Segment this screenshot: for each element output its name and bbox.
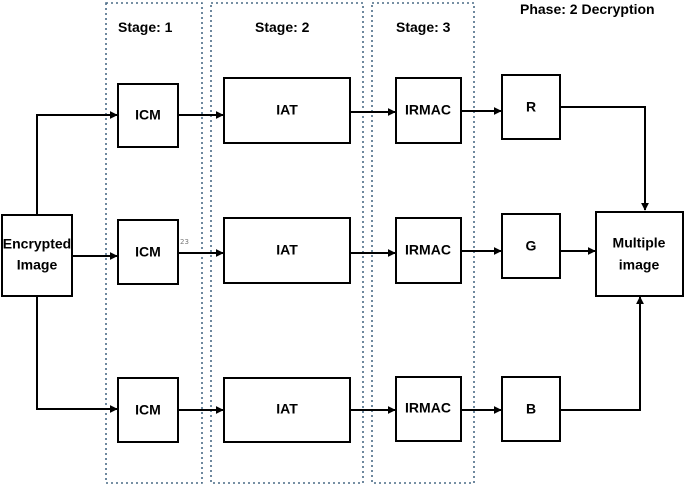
iat-box-row3 [223,377,351,443]
iat-label-row2: IAT [276,242,298,258]
icm-label-row1: ICM [135,107,161,123]
irmac-box-row2 [395,217,462,284]
iat-label-row1: IAT [276,102,298,118]
stray-mark: 23 [180,238,189,246]
channel-box-g [501,213,561,279]
stage-3-label: Stage: 3 [396,19,451,35]
multiple-image-label-line1: Multiple [613,235,666,251]
encrypted-image-box [1,214,73,297]
icm-box-row1 [117,83,179,148]
icm-box-row3 [117,377,179,443]
iat-label-row3: IAT [276,401,298,417]
b-to-output-wire [560,296,644,411]
input-to-row3-wire [36,296,118,413]
stage-2-label: Stage: 2 [255,19,310,35]
multiple-image-box [595,211,684,297]
icm-label-row2: ICM [135,244,161,260]
stage-1-panel [105,2,203,484]
iat-box-row2 [223,217,351,284]
irmac-label-row2: IRMAC [405,242,451,258]
channel-box-r [501,74,561,140]
input-to-row1-wire [36,111,118,215]
encrypted-image-label-line1: Encrypted [3,236,71,252]
channel-label-r: R [526,99,536,115]
r-to-output-wire [560,106,649,211]
channel-label-b: B [526,401,536,417]
stage-1-label: Stage: 1 [118,19,173,35]
icm-label-row3: ICM [135,402,161,418]
phase-label: Phase: 2 Decryption [520,1,655,17]
channel-label-g: G [526,238,537,254]
icm-box-row2 [117,219,179,285]
multiple-image-label-line2: image [619,257,660,273]
irmac-label-row1: IRMAC [405,102,451,118]
encrypted-image-label-line2: Image [17,257,58,273]
irmac-box-row1 [395,77,462,144]
irmac-label-row3: IRMAC [405,400,451,416]
stage-2-panel [210,2,364,484]
stage-3-panel [371,2,475,484]
iat-box-row1 [223,77,351,144]
irmac-box-row3 [395,376,462,442]
